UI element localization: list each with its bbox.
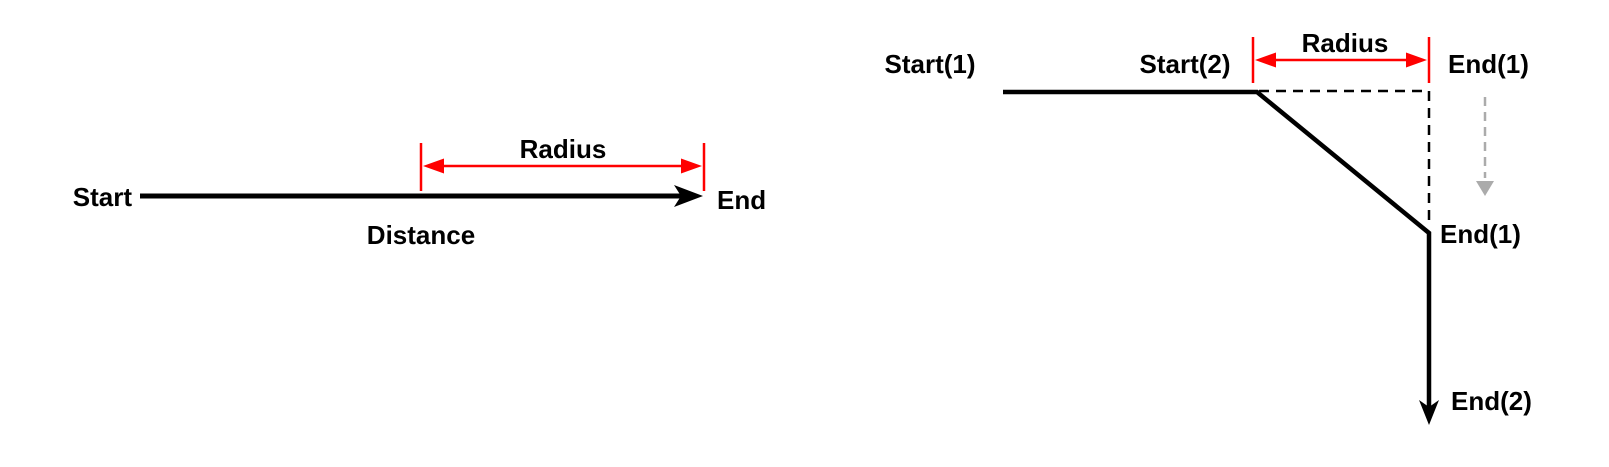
start1-label: Start(1) — [884, 49, 975, 79]
straight-segment-diagram: Start Radius End Distance — [73, 134, 766, 250]
radius-arrowhead-right-icon — [1406, 52, 1427, 68]
start2-label: Start(2) — [1139, 49, 1230, 79]
path-arrowhead-down-icon — [1419, 400, 1439, 425]
distance-arrowhead-icon — [674, 185, 703, 207]
start-label: Start — [73, 182, 133, 212]
radius-arrowhead-left-icon — [423, 158, 444, 174]
end1-label: End(1) — [1440, 219, 1521, 249]
end1-ghost-label: End(1) — [1448, 49, 1529, 79]
radius-label: Radius — [1302, 28, 1389, 58]
radius-arrowhead-left-icon — [1255, 52, 1276, 68]
end2-label: End(2) — [1451, 386, 1532, 416]
path-line — [1003, 89, 1432, 410]
ghost-arrowhead-down-icon — [1476, 181, 1494, 196]
two-segment-path-diagram: Start(1) Start(2) Radius End(1) — [884, 28, 1532, 425]
radius-label: Radius — [520, 134, 607, 164]
distance-label: Distance — [367, 220, 475, 250]
end-label: End — [717, 185, 766, 215]
radius-arrowhead-right-icon — [681, 158, 702, 174]
